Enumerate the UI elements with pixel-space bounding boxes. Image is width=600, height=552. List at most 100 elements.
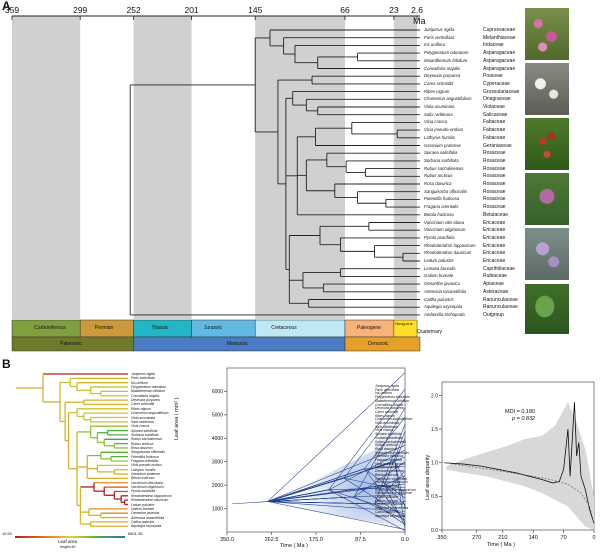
family-label: Melanthiaceae <box>483 34 516 41</box>
traitgram-species-label: Oenanthe javanica <box>375 502 404 507</box>
traitgram-species-label: Vicia pseudo-orobus <box>375 461 406 466</box>
family-label: Rosaceae <box>483 173 506 180</box>
panel-b-species-label: Salix raddeana <box>131 419 154 424</box>
traitgram-branch <box>374 470 406 505</box>
family-label: Ericaceae <box>483 242 506 249</box>
species-label: Fragaria orientalis <box>424 204 459 210</box>
traitgram-species-label: Spiraea salicifolia <box>375 432 402 437</box>
time-shade-band <box>255 16 345 319</box>
traitgram-branch <box>353 461 406 498</box>
time-tick-label: 23 <box>389 5 399 15</box>
family-label: Betulaceae <box>483 211 509 218</box>
traitgram-branch <box>328 449 406 491</box>
period-carboniferous: Carboniferous <box>34 325 66 331</box>
species-label: Caltha palustris <box>424 296 454 302</box>
traitgram-species-label: Aquilegia oxysepala <box>375 513 406 518</box>
traitgram-species-label: Ledum palustre <box>375 495 399 499</box>
family-label: Geraniaceae <box>483 142 512 149</box>
panel-b-species-label: Ribes nigrum <box>131 406 151 411</box>
plant-photo-green-leaves <box>525 284 569 334</box>
dtt-x-tick: 0 <box>592 535 595 541</box>
period-triassic: Triassic <box>151 325 169 331</box>
era-paleozoic: Paleozoic <box>60 341 82 347</box>
traitgram-species-label: Rubus sachalinensis <box>375 439 407 444</box>
traitgram-y-tick: 6000 <box>212 389 223 395</box>
time-shade-band <box>12 16 81 319</box>
traitgram-x-tick: 175.0 <box>309 537 323 543</box>
traitgram-species-label: Geranium pratense <box>375 469 405 474</box>
species-label: Rosa davurica <box>424 181 452 186</box>
species-label: Carex schmidtii <box>424 80 454 86</box>
traitgram-species-label: Rhododendron lapponicum <box>375 487 416 492</box>
panel-b-species-label: Rosa davurica <box>131 445 153 450</box>
species-label: Betula fruticosa <box>424 211 454 217</box>
dtt-simulation-band <box>446 402 594 530</box>
panel-b-species-label: Maianthemum bifolium <box>131 389 166 394</box>
traitgram-y-tick: 5000 <box>212 413 223 419</box>
era-mesozoic: Mesozoic <box>226 341 249 347</box>
family-label: Ericaceae <box>483 250 506 257</box>
era-cenozoic: Cenozoic <box>367 341 389 347</box>
species-label: Vicia cracca <box>424 119 448 125</box>
period-neogene: Neog-ene <box>395 321 413 326</box>
traitgram-species-label: Viola acuminata <box>375 421 400 425</box>
time-unit-label: Ma <box>413 16 426 26</box>
traitgram-branch <box>343 477 406 518</box>
panel-b-species-label: Caltha palustris <box>131 519 155 524</box>
species-label: Aquilegia oxysepala <box>424 304 463 310</box>
species-label: Viola acuminata <box>424 104 455 109</box>
panel-b-species-label: Paris verticillata <box>131 376 155 381</box>
panel-b-species-label: Aquilegia oxysepala <box>131 524 162 529</box>
family-label: Cyperaceae <box>483 80 510 87</box>
panel-a-letter: A <box>2 0 11 13</box>
family-label: Asparagaceae <box>483 57 516 64</box>
species-label: Convallaria majalis <box>424 65 461 71</box>
family-label: Outgroup <box>483 311 504 318</box>
species-label: Polygonatum odoratum <box>424 50 469 56</box>
family-label: Asparagaceae <box>483 65 516 72</box>
traitgram-branch <box>267 468 365 502</box>
traitgram-branch <box>394 461 406 481</box>
traitgram-branch <box>267 483 406 502</box>
traitgram-branch <box>267 489 329 502</box>
time-tick-label: 252 <box>127 5 141 15</box>
species-label: Vicia pseudo-orobus <box>424 127 464 133</box>
traitgram-branch <box>384 485 406 527</box>
plant-photo-purple-flower <box>525 173 569 225</box>
legend-title: Leaf area <box>58 539 78 544</box>
family-label: Iridaceae <box>483 42 504 49</box>
traitgram-branch <box>267 501 375 505</box>
panel-b-species-label: Vaccinium uliginosum <box>131 485 164 490</box>
traitgram-root <box>232 501 268 505</box>
species-label: Geranium pratense <box>424 142 461 148</box>
traitgram-branch <box>267 461 395 502</box>
species-label: Ledum palustre <box>424 258 454 263</box>
family-label: Rosaceae <box>483 165 506 172</box>
species-label: Paris verticillata <box>424 34 455 40</box>
panel-b-species-label: Pyrola asarifolia <box>131 489 156 494</box>
traitgram-species-label: Paris verticillata <box>375 387 399 392</box>
traitgram-species-label: Pyrola asarifolia <box>375 483 400 488</box>
species-label: Potentilla fruticosa <box>424 196 460 202</box>
traitgram-x-tick: 262.5 <box>265 537 279 543</box>
period-permian: Permian <box>94 325 114 331</box>
panel-b-species-label: Deyeuxia purpurea <box>131 398 160 403</box>
traitgram-x-tick: 87.5 <box>355 537 366 543</box>
traitgram-branch <box>328 489 406 531</box>
family-label: Grossulariaceae <box>483 88 520 95</box>
panel-b-species-label: Rubus arcticus <box>131 441 154 446</box>
dtt-y-tick: 0.5 <box>431 494 438 500</box>
species-label: Maianthemum bifolium <box>424 57 468 63</box>
family-label: Apiaceae <box>483 281 504 288</box>
panel-b-species-label: Polygonatum odoratum <box>131 385 167 390</box>
era-bar-cenozoic <box>344 336 421 352</box>
family-label: Ericaceae <box>483 234 506 241</box>
traitgram-species-label: Carex schmidtii <box>375 409 399 414</box>
family-label: Rosaceae <box>483 188 506 195</box>
traitgram-branch <box>267 372 406 502</box>
panel-b-species-label: Vicia pseudo-orobus <box>131 463 162 468</box>
time-tick-label: 359 <box>5 5 19 15</box>
family-label: Fabaceae <box>483 119 506 126</box>
dtt-y-tick: 1.5 <box>431 427 438 433</box>
